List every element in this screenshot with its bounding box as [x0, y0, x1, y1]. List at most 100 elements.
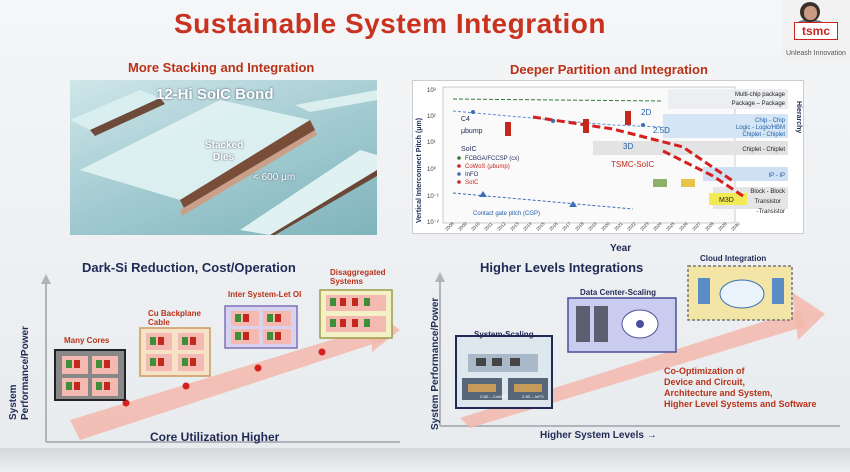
higher-levels-diagram: 2.5D – CoWoS 2.5D – InFO — [435, 265, 840, 428]
x-tick: 2030 — [730, 221, 741, 232]
stage-cloud: Cloud Integration — [700, 254, 767, 263]
co-opt-line: Device and Circuit, — [664, 377, 746, 387]
video-bottom-bar — [0, 448, 850, 472]
webcam-overlay: tsmc Unleash Innovation — [782, 0, 850, 62]
chart-legend: FCBGA/FCCSP (cx) CoWoS (μbump) InFO SoIC — [457, 156, 519, 186]
co-opt-line: Co-Optimization of — [664, 366, 745, 376]
x-tick: 2017 — [561, 221, 572, 232]
stage-dot — [182, 382, 190, 390]
x-tick: 2019 — [587, 221, 598, 232]
mini-label-info: 2.5D – InFO — [522, 394, 544, 399]
stacking-section-title: More Stacking and Integration — [128, 60, 315, 75]
stage-dot — [122, 399, 130, 407]
presenter-face — [804, 6, 817, 20]
x-tick: 2011 — [483, 221, 494, 232]
legend-item: SoIC — [465, 180, 479, 186]
x-tick: 2014 — [522, 221, 533, 232]
dark-si-diagram — [41, 274, 400, 443]
svg-text:Vertical Interconnect Pitch (μ: Vertical Interconnect Pitch (μm) — [416, 118, 423, 223]
hierarchy-title: Hierarchy — [795, 101, 802, 133]
partition-section-title: Deeper Partition and Integration — [510, 62, 708, 77]
co-optimization-text: Co-Optimization of Device and Circuit, A… — [664, 366, 817, 410]
system-scaling-box — [455, 335, 553, 409]
x-tick: 2027 — [691, 221, 702, 232]
stage-dot — [318, 348, 326, 356]
y-tick-3: 10⁰ — [427, 166, 437, 173]
soic-bond-photo: 12-Hi SoIC Bond Stacked Dies < 600 μm — [70, 80, 377, 235]
x-tick: 2026 — [678, 221, 689, 232]
hier-label: Multi-chip package — [735, 92, 786, 98]
y-axis-label: Vertical Interconnect Pitch (μm) — [416, 118, 423, 223]
stage-data-center: Data Center-Scaling — [580, 288, 657, 297]
tsmc-logo: tsmc — [794, 22, 838, 40]
x-tick: 2016 — [548, 221, 559, 232]
legend-item: FCBGA/FCCSP (cx) — [465, 156, 519, 162]
hier-label: Transistor — [755, 199, 781, 205]
hier-label: Chiplet - Chiplet — [742, 147, 785, 153]
trend-line-soic — [532, 115, 734, 183]
trend-line-m3d — [662, 149, 744, 198]
interconnect-pitch-chart: Vertical Interconnect Pitch (μm) 10³ 10²… — [412, 80, 804, 234]
label-2d: 2D — [641, 108, 651, 117]
stacked-label-1: Stacked — [205, 140, 244, 151]
x-tick: 2028 — [704, 221, 715, 232]
x-ticks: 2008 2009 2010 2011 2012 2013 2014 2015 … — [444, 221, 741, 232]
stage-disaggregated: Disaggregated Systems — [330, 268, 386, 286]
hier-label: Chip - Chip — [755, 118, 786, 124]
legend-item: CoWoS (μbump) — [465, 164, 510, 170]
x-tick: 2022 — [626, 221, 637, 232]
y-tick-0: 10³ — [427, 88, 436, 94]
trend-line-25d — [452, 110, 664, 128]
label-3d: 3D — [623, 142, 633, 151]
tsmc-tagline: Unleash Innovation — [786, 50, 846, 57]
trend-line-2d — [452, 98, 664, 102]
y-tick-1: 10² — [427, 114, 436, 120]
stage-dot — [254, 364, 262, 372]
x-tick: 2025 — [665, 221, 676, 232]
y-tick-4: 10⁻¹ — [427, 194, 439, 200]
label-c4: C4 — [461, 116, 470, 123]
hier-label: IP - IP — [768, 173, 785, 179]
legend-item: InFO — [465, 172, 479, 178]
label-tsmc-soic: TSMC-SoIC — [611, 160, 654, 169]
x-tick: 2020 — [600, 221, 611, 232]
y-ticks: 10³ 10² 10¹ 10⁰ 10⁻¹ 10⁻² — [427, 88, 439, 226]
data-center-box — [567, 297, 677, 353]
stage-cu-backplane: Cu Backplane Cable — [148, 309, 201, 327]
higher-levels-yaxis: System Performance/Power — [430, 297, 441, 430]
cloud-integration-box — [687, 265, 793, 321]
higher-levels-xaxis: Higher System Levels → — [540, 430, 657, 441]
hier-label: Package – Package — [732, 101, 786, 107]
many-cores-box — [54, 349, 126, 401]
growth-arrow — [70, 325, 385, 440]
stage-system-scaling: System-Scaling — [474, 330, 534, 339]
y-tick-5: 10⁻² — [427, 220, 439, 226]
cu-backplane-box — [139, 327, 211, 377]
x-tick: 2009 — [457, 221, 468, 232]
x-axis-label-year: Year — [610, 243, 632, 254]
x-tick: 2023 — [639, 221, 650, 232]
x-tick: 2024 — [652, 221, 663, 232]
higher-levels-section-title: Higher Levels Integrations — [480, 260, 644, 275]
stacked-dies-illustration — [70, 90, 377, 235]
x-tick: 2015 — [535, 221, 546, 232]
stage-many-cores: Many Cores — [64, 336, 110, 345]
mini-label-cowos: 2.5D – CoWoS — [480, 394, 507, 399]
inter-system-let-box — [224, 305, 298, 349]
hier-label: Chiplet - Chiplet — [742, 132, 785, 138]
stage-inter-system-let: Inter System-Let OI — [228, 290, 302, 299]
label-m3d: M3D — [719, 197, 734, 204]
label-cgp: Contact gate pitch (CGP) — [473, 211, 540, 217]
dark-si-yaxis-1: System — [8, 384, 19, 420]
label-ubump: μbump — [461, 128, 483, 135]
x-tick: 2029 — [717, 221, 728, 232]
disaggregated-box — [319, 289, 393, 339]
dark-si-yaxis-2: Performance/Power — [20, 326, 31, 420]
label-25d: 2.5D — [653, 126, 670, 135]
stacked-label-2: Dies — [213, 152, 235, 163]
size-label: < 600 μm — [253, 172, 296, 183]
hier-label: Block - Block — [750, 189, 786, 195]
x-tick: 2018 — [574, 221, 585, 232]
hier-label: Logic - Logic/HBM — [736, 125, 785, 131]
